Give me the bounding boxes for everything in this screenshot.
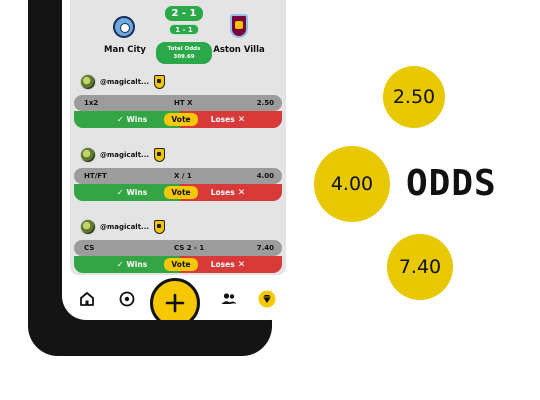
away-team-name: Aston Villa [213,45,265,55]
vote-button[interactable]: Vote [164,113,198,126]
close-icon: ✕ [237,114,246,125]
bet-type: CS [84,244,95,252]
loses-button[interactable]: Loses✕ [180,111,282,128]
loses-button[interactable]: Loses✕ [180,184,282,201]
add-button[interactable] [150,278,200,320]
odds-bubble: 4.00 [314,146,390,222]
bottom-nav [62,278,294,320]
wins-button[interactable]: ✓Wins [74,184,180,201]
loses-button[interactable]: Loses✕ [180,256,282,273]
check-icon: ✓ [116,115,124,124]
check-icon: ✓ [116,188,124,197]
vote-bar: ✓Wins Loses✕ Vote [74,256,282,273]
score-badge: 2 - 1 [165,6,203,21]
bet-item: @magicalt... HT/FT X / 1 4.00 ✓Wins Lose… [70,146,286,204]
ball-icon[interactable] [118,290,136,308]
bet-user[interactable]: @magicalt... [80,146,166,164]
username[interactable]: @magicalt... [100,78,150,86]
bet-type: HT/FT [84,172,107,180]
bet-user[interactable]: @magicalt... [80,73,166,91]
wins-label: Wins [126,188,148,197]
vote-bar: ✓Wins Loses✕ Vote [74,184,282,201]
shield-icon [154,75,166,89]
close-icon: ✕ [237,259,246,270]
gem-icon[interactable] [258,290,276,308]
loses-label: Loses [210,115,235,124]
bet-details: 1x2 HT X 2.50 [74,95,282,111]
home-team-name: Man City [104,45,146,55]
bet-pick: X / 1 [174,172,192,180]
odds-heading: ODDS [406,163,497,204]
loses-label: Loses [210,260,235,269]
bet-type: 1x2 [84,99,99,107]
home-icon[interactable] [78,290,96,308]
avatar[interactable] [80,74,96,90]
total-odds-label: Total Odds [167,46,201,52]
avatar[interactable] [80,219,96,235]
shield-icon [154,220,166,234]
bet-odds: 4.00 [256,172,274,180]
ht-score-badge: 1 - 1 [169,24,199,35]
wins-button[interactable]: ✓Wins [74,256,180,273]
aston-villa-crest-icon [230,14,248,38]
close-icon: ✕ [237,187,246,198]
app-screen: 2 - 1 1 - 1 Man City Aston Villa Total O… [62,0,294,320]
username[interactable]: @magicalt... [100,151,150,159]
loses-label: Loses [210,188,235,197]
shield-icon [154,148,166,162]
wins-label: Wins [126,115,148,124]
bet-pick: HT X [174,99,193,107]
bet-item: @magicalt... 1x2 HT X 2.50 ✓Wins Loses✕ … [70,73,286,131]
bet-user[interactable]: @magicalt... [80,218,166,236]
friends-icon[interactable] [220,290,238,308]
bet-item: @magicalt... CS CS 2 - 1 7.40 ✓Wins Lose… [70,218,286,275]
odds-bubble: 2.50 [383,66,445,128]
man-city-crest-icon [113,16,135,38]
bet-odds: 7.40 [256,244,274,252]
bet-pick: CS 2 - 1 [174,244,205,252]
vote-button[interactable]: Vote [164,258,198,271]
phone-frame: 2 - 1 1 - 1 Man City Aston Villa Total O… [28,0,294,356]
add-icon [165,293,185,313]
wins-label: Wins [126,260,148,269]
total-odds-badge: Total Odds 309.69 [156,42,212,64]
bet-odds: 2.50 [256,99,274,107]
avatar[interactable] [80,147,96,163]
bet-details: CS CS 2 - 1 7.40 [74,240,282,256]
vote-bar: ✓Wins Loses✕ Vote [74,111,282,128]
check-icon: ✓ [116,260,124,269]
bet-details: HT/FT X / 1 4.00 [74,168,282,184]
username[interactable]: @magicalt... [100,223,150,231]
wins-button[interactable]: ✓Wins [74,111,180,128]
odds-bubble: 7.40 [387,234,453,300]
total-odds-value: 309.69 [173,54,195,60]
vote-button[interactable]: Vote [164,186,198,199]
match-card[interactable]: 2 - 1 1 - 1 Man City Aston Villa Total O… [70,0,286,275]
